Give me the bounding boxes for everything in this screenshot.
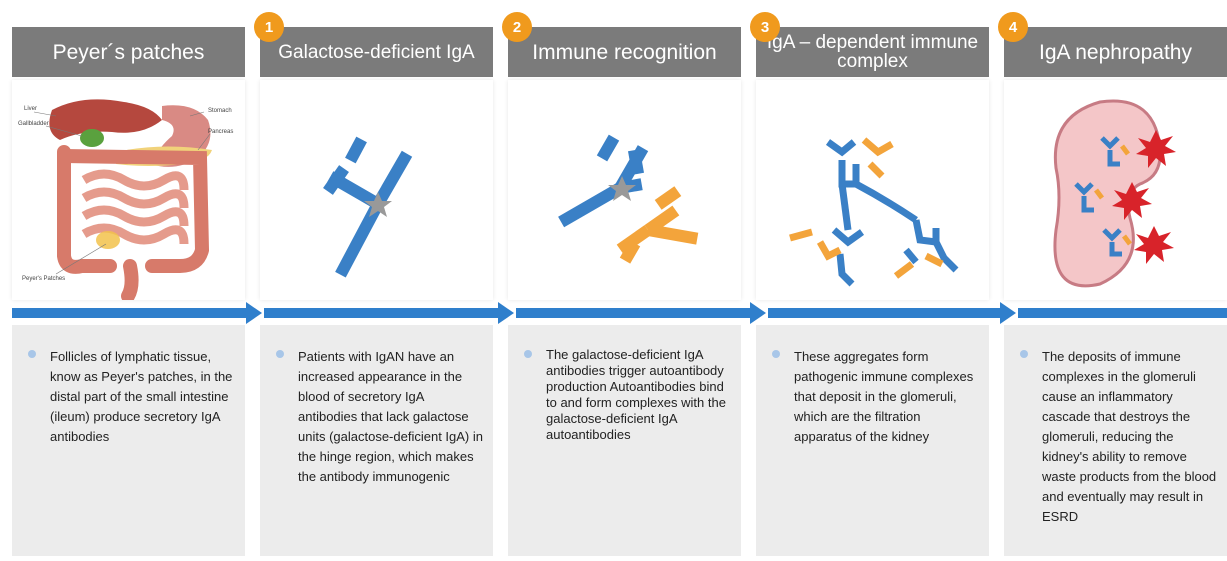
illustration-box: Liver Gallbladder Stomach Pancreas Peyer… <box>12 80 245 300</box>
step-title: Peyer´s patches <box>12 27 245 77</box>
label-pancreas: Pancreas <box>208 129 233 135</box>
autoantibody-binding-icon <box>558 134 699 264</box>
antibody-icon <box>323 136 413 278</box>
label-stomach: Stomach <box>208 108 232 114</box>
step-title: IgA – dependent immune complex <box>756 27 989 77</box>
step-description-box: These aggregates form pathogenic immune … <box>756 325 989 556</box>
step-number-badge: 1 <box>254 12 284 42</box>
bullet-icon <box>524 350 532 358</box>
step-description: Patients with IgAN have an increased app… <box>298 349 483 484</box>
step-title: Galactose-deficient IgA <box>260 27 493 77</box>
step-panel-immune-recognition: 2 Immune recognition The galactose-defic… <box>502 0 741 561</box>
label-liver: Liver <box>24 106 37 112</box>
digestive-system-icon: Liver Gallbladder Stomach Pancreas Peyer… <box>18 99 233 300</box>
step-panel-galactose-deficient-iga: 1 Galactose-deficient IgA Patients with … <box>254 0 493 561</box>
process-arrow-icon <box>12 302 1227 324</box>
step-title: IgA nephropathy <box>1004 27 1227 77</box>
kidney-icon <box>1053 99 1176 288</box>
step-description: The deposits of immune complexes in the … <box>1042 349 1217 524</box>
step-description-box: The galactose-deficient IgA antibodies t… <box>508 325 741 556</box>
label-gallbladder: Gallbladder <box>18 121 49 127</box>
step-number-badge: 3 <box>750 12 780 42</box>
step-panel-peyers-patches: Peyer´s patches <box>12 0 245 561</box>
bullet-icon <box>1020 350 1028 358</box>
step-panel-iga-nephropathy: 4 IgA nephropathy The deposits of immune… <box>998 0 1227 561</box>
bullet-icon <box>276 350 284 358</box>
step-description-box: The deposits of immune complexes in the … <box>1004 325 1227 556</box>
label-peyers-patches: Peyer's Patches <box>22 276 65 282</box>
illustration-box <box>1004 80 1227 300</box>
step-description: These aggregates form pathogenic immune … <box>794 349 974 444</box>
step-description-box: Follicles of lymphatic tissue, know as P… <box>12 325 245 556</box>
step-number-badge: 2 <box>502 12 532 42</box>
immune-complex-icon <box>789 137 959 287</box>
step-description: Follicles of lymphatic tissue, know as P… <box>50 349 233 444</box>
illustration-box <box>756 80 989 300</box>
illustration-box <box>260 80 493 300</box>
step-number-badge: 4 <box>998 12 1028 42</box>
bullet-icon <box>772 350 780 358</box>
step-description: The galactose-deficient IgA antibodies t… <box>546 347 726 442</box>
step-description-box: Patients with IgAN have an increased app… <box>260 325 493 556</box>
illustration-box <box>508 80 741 300</box>
bullet-icon <box>28 350 36 358</box>
step-title: Immune recognition <box>508 27 741 77</box>
step-panel-iga-dependent-immune-complex: 3 IgA – dependent immune complex <box>750 0 989 561</box>
